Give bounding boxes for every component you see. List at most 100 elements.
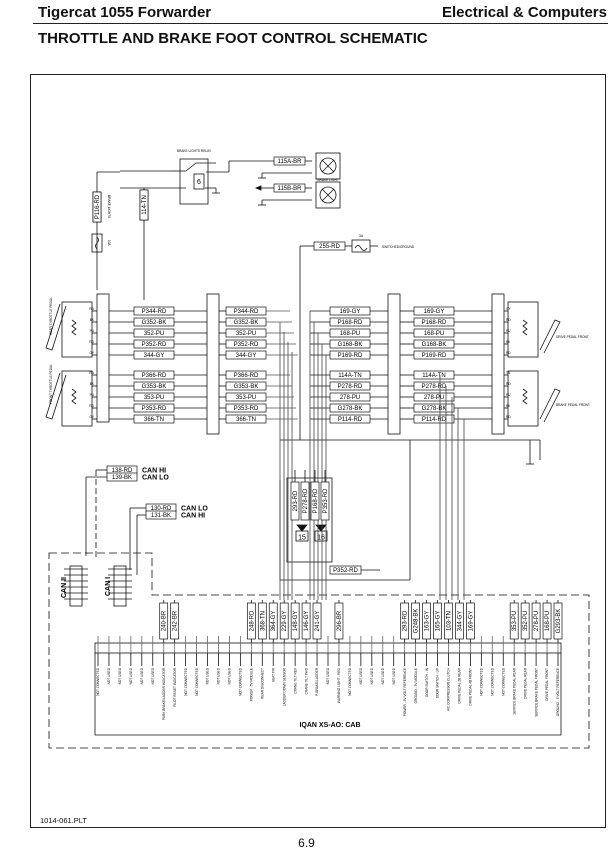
module-wire-42: G293-BK [556, 609, 562, 634]
left-b-label-0: P366-RD [142, 373, 167, 379]
left-a-label-2: 352-PU [144, 331, 164, 337]
module-input-label: NOT USED [129, 667, 133, 684]
page-title: THROTTLE AND BRAKE FOOT CONTROL SCHEMATI… [38, 30, 428, 47]
sensor-wire-label-0-box [290, 481, 300, 521]
module-input-label: NOT CONNECTED [239, 667, 243, 695]
fuse-3a [351, 239, 371, 253]
module-input-label: NOT CONNECTED [490, 667, 494, 695]
rear-throttle-pedal [61, 301, 93, 358]
module-wire-32: 103-TN [446, 611, 452, 631]
brake-light-label: BRAKE LIGHT [317, 178, 338, 182]
wire-115a: 115A-BR [278, 159, 303, 165]
left-b-pin-label: BK [90, 382, 95, 386]
module-wire-29: G248-BK [414, 609, 420, 634]
module-wire-38: 353-PU [512, 611, 518, 631]
right-a-label-0: 169-GY [340, 309, 361, 315]
module-wire-6: 240-BR [162, 610, 168, 631]
sensor-wire-label-2-box [310, 481, 320, 521]
module-wire-18: 148-GY [293, 611, 299, 632]
right-a-label2-4: P169-RD [422, 353, 447, 359]
module-input-label: NOT USED [140, 667, 144, 684]
wire-114-tn: 114-TN [142, 195, 148, 215]
right-a-label2-2: 168-PU [424, 331, 444, 337]
wire-115a-box [273, 156, 306, 166]
right-b-label-4: P114-RD [338, 417, 363, 423]
right-b-label2-0: 114A-TN [422, 373, 446, 379]
module-input-label: NOT USED [151, 667, 155, 684]
module-input-label: NOT USED [228, 667, 232, 684]
right-a-label2-1: P168-RD [422, 320, 447, 326]
can-wire-2: 130-RD [151, 506, 172, 512]
rear-throttle-label: REAR THROTTLE PEDAL [49, 297, 53, 335]
can-label-1: CAN LO [142, 475, 169, 482]
left-b-label-4: 366-TN [144, 417, 164, 423]
module-input-label: NOT CONNECTED [195, 667, 199, 695]
fuse-10a [91, 233, 103, 253]
left-a-label2-3: P352-RD [234, 342, 259, 348]
module-wire-40: 278-PU [534, 611, 540, 631]
right-a-pin-label: RD [506, 318, 511, 322]
drawing-id: 1014-061.PLT [40, 816, 87, 825]
right-b-label-1: P278-RD [338, 384, 363, 390]
module-wire-15: 368-TN [260, 611, 266, 631]
wire-p116: P116-RD [95, 194, 101, 219]
module-wire-20: 241-GY [315, 611, 321, 632]
right-a-label-4: P169-RD [338, 353, 363, 359]
module-input-label: NOT USED [107, 667, 111, 684]
left-a-label2-1: G352-BK [234, 320, 259, 326]
left-b-pin-label: PU [90, 393, 95, 397]
can-wire-3-box [145, 510, 177, 520]
module-input-label: NOT USED [206, 667, 210, 684]
module-wire-19: 146-GY [304, 611, 310, 632]
module-input-label: POWER - 5V MODULE [250, 668, 254, 701]
module-input-label: PILOT RESET INDICATOR [173, 667, 177, 706]
left-a-label2-4: 344-GY [236, 353, 257, 359]
module-input-label: DRIVE PEDAL REAR [523, 667, 527, 698]
right-b-label2-4: P114-RD [422, 417, 447, 423]
can-i-label: CAN I [105, 577, 112, 596]
module-input-label: NOT CONNECTED [348, 667, 352, 695]
module-input-label: NOT USED [392, 667, 396, 684]
module-input-label: NOT CONNECTED [480, 667, 484, 695]
left-a-pin-label: PU [90, 329, 95, 333]
module-input-label: GROUND - 5V MODULE [414, 668, 418, 703]
right-b-label2-3: G278-BK [422, 406, 447, 412]
module-input-label: CRANE TILT FWD [304, 667, 308, 694]
module-input-label: DOOR SWITCH - UP [436, 668, 440, 698]
module-input-label: P-BRAKE/LADDER [315, 667, 319, 696]
module-wire-16: 364-GY [271, 611, 277, 632]
sensor-wire-label-1-box [300, 481, 310, 521]
left-a-label-1: G352-BK [142, 320, 167, 326]
can-i-connector [113, 565, 127, 607]
module-input-label: DRIVE PEDAL 2B REAR [458, 667, 462, 703]
module-wire-33: 344-GY [457, 611, 463, 632]
relay-coil [193, 173, 205, 190]
left-b-pin-label: RD [89, 404, 94, 408]
section-title: Electrical & Computers [441, 4, 607, 21]
module-input-label: POWER - 5V VOLT REFERENCE [403, 668, 407, 716]
sensor-wire-label-0: 293-RD [293, 490, 299, 511]
right-b-label-0: 114A-TN [338, 373, 362, 379]
can-wire-1-box [106, 472, 138, 482]
left-a-label-0: P344-RD [142, 309, 167, 315]
left-b-label2-0: P366-RD [234, 373, 259, 379]
left-b-label-3: P353-RD [142, 406, 167, 412]
left-b-pin-label: GY [89, 415, 94, 419]
module-wire-30: 163-GY [425, 611, 431, 632]
module-input-label: REAR DISCONNECT [260, 668, 264, 699]
brake-light-1 [315, 152, 341, 180]
wire-115b: 115B-BR [278, 186, 303, 192]
left-b-label2-2: 353-PU [236, 395, 256, 401]
module-input-label: PARK BRAKE/LADDER INDICATOR [162, 667, 166, 720]
can-label-2: CAN LO [181, 506, 208, 513]
right-b-label-2: 278-PU [340, 395, 360, 401]
left-a-label2-0: P344-RD [234, 309, 259, 315]
left-a-pin-label: GY [89, 351, 94, 355]
module-input-label: DOOR SWITCH - IN [425, 667, 429, 697]
module-input-label: DRIVE PEDAL 4B FRONT [469, 668, 473, 706]
right-a-pin-label: GY [506, 307, 511, 311]
right-a-pin-label: PU [506, 329, 511, 333]
right-b-pin-label: RD [506, 415, 511, 419]
left-b-pin-label: RD [89, 371, 94, 375]
